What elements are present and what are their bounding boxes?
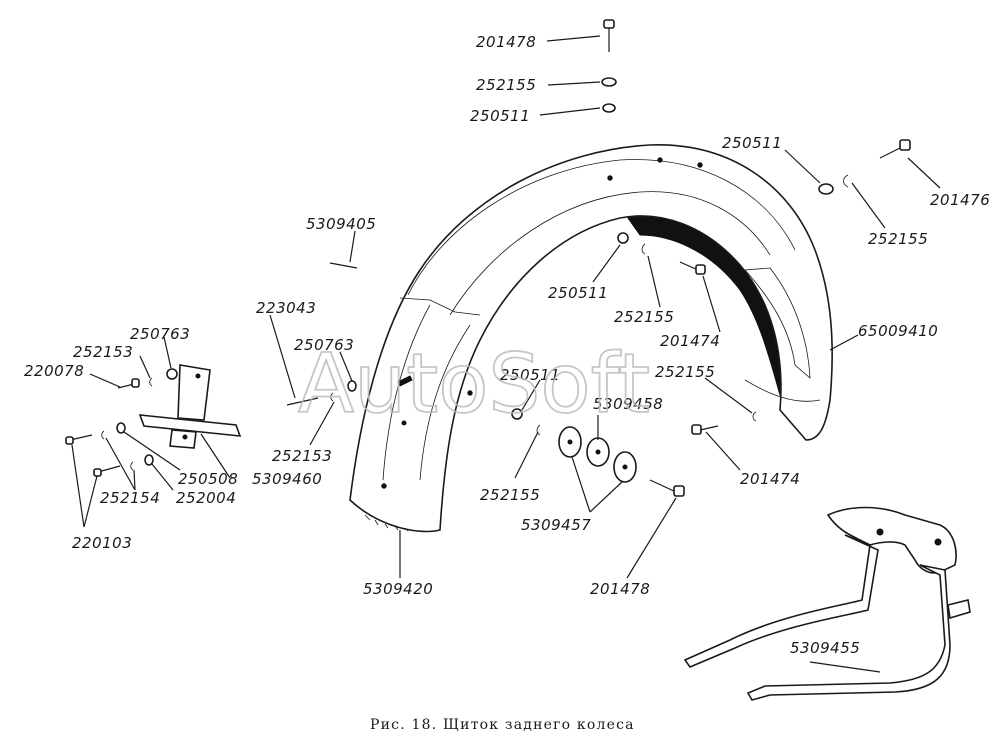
- washer-252155-top: [601, 77, 617, 87]
- fender-hole: [657, 157, 663, 163]
- fender-joint: [399, 297, 481, 316]
- washer-252153-a: [330, 392, 334, 402]
- pads-5309457: [558, 426, 637, 483]
- label-5309457: 5309457: [521, 516, 591, 534]
- bolt-201478-top: [603, 19, 615, 52]
- label-250763-a: 250763: [130, 325, 190, 343]
- fender-hole: [697, 162, 703, 168]
- fender-hole: [467, 390, 473, 396]
- fender-stud: [397, 375, 413, 387]
- fender-hole: [401, 420, 407, 426]
- fender-rib-1: [407, 159, 796, 296]
- label-250511-top: 250511: [470, 107, 530, 125]
- label-250763-b: 250763: [294, 336, 354, 354]
- label-220078: 220078: [24, 362, 84, 380]
- fender-edge-hatch: [364, 514, 409, 532]
- label-252153-a: 252153: [73, 343, 133, 361]
- nut-250508: [116, 422, 126, 434]
- fender-hole: [607, 175, 613, 181]
- label-252153-b: 252153: [272, 447, 332, 465]
- nut-250511-top: [602, 103, 616, 113]
- nut-250511-mid: [617, 232, 629, 244]
- washer-252153-b: [149, 377, 153, 387]
- washer-252154-b: [130, 461, 134, 471]
- bolt-223043: [286, 397, 319, 406]
- bolt-201474-mid: [679, 261, 706, 275]
- fender-body: [349, 144, 833, 533]
- fender-liner-edge: [744, 379, 821, 402]
- label-201474-low: 201474: [740, 470, 800, 488]
- label-250511-right: 250511: [722, 134, 782, 152]
- label-223043: 223043: [256, 299, 316, 317]
- bolt-201474-low: [691, 424, 719, 435]
- watermark: AutoSoft: [298, 337, 650, 432]
- washer-252154-a: [101, 430, 105, 440]
- label-201476: 201476: [930, 191, 990, 209]
- label-250508: 250508: [178, 470, 238, 488]
- washer-252155-mid: [641, 243, 646, 255]
- label-252155-right: 252155: [868, 230, 928, 248]
- label-250511-low: 250511: [500, 366, 560, 384]
- screws-220103: [65, 434, 121, 477]
- label-65009410: 65009410: [858, 322, 938, 340]
- label-201478-low: 201478: [590, 580, 650, 598]
- nut-250511-low: [511, 408, 523, 420]
- label-252155-mid: 252155: [614, 308, 674, 326]
- label-252004: 252004: [176, 489, 236, 507]
- rear-handle-5309455: [683, 506, 971, 701]
- bolt-220078: [117, 378, 140, 389]
- label-5309455: 5309455: [790, 639, 860, 657]
- leader-lines: [71, 35, 941, 673]
- nut-250763-a: [166, 368, 178, 380]
- label-252155-low: 252155: [480, 486, 540, 504]
- nut-252004: [144, 454, 154, 466]
- rivet-5309405: [329, 262, 358, 269]
- bolt-201476: [879, 139, 911, 159]
- label-5309458: 5309458: [593, 395, 663, 413]
- pad-5309458: [586, 437, 610, 467]
- washer-252155-low: [536, 424, 541, 436]
- label-250511-mid: 250511: [548, 284, 608, 302]
- fender-liner: [744, 267, 811, 379]
- label-220103: 220103: [72, 534, 132, 552]
- nut-250511-right: [818, 183, 834, 195]
- fender-rib-2: [449, 191, 771, 316]
- bolt-201478-low: [649, 479, 685, 497]
- label-5309420: 5309420: [363, 580, 433, 598]
- label-252155-top: 252155: [476, 76, 536, 94]
- label-252155-low-right: 252155: [655, 363, 715, 381]
- label-201474-mid: 201474: [660, 332, 720, 350]
- fender-outer-shell: [349, 144, 833, 533]
- part-labels: 201478 252155 250511 250511 201476 25215…: [24, 33, 990, 657]
- fender-hole: [381, 483, 387, 489]
- washer-252155-low-right: [752, 411, 757, 422]
- label-5309460: 5309460: [252, 470, 322, 488]
- label-5309405: 5309405: [306, 215, 376, 233]
- washer-252155-right: [843, 174, 849, 188]
- figure-caption: Рис. 18. Щиток заднего колеса: [370, 717, 635, 733]
- label-201478-top: 201478: [476, 33, 536, 51]
- bracket-5309460: [138, 364, 242, 449]
- label-252154: 252154: [100, 489, 160, 507]
- fender-rib-3: [419, 324, 471, 481]
